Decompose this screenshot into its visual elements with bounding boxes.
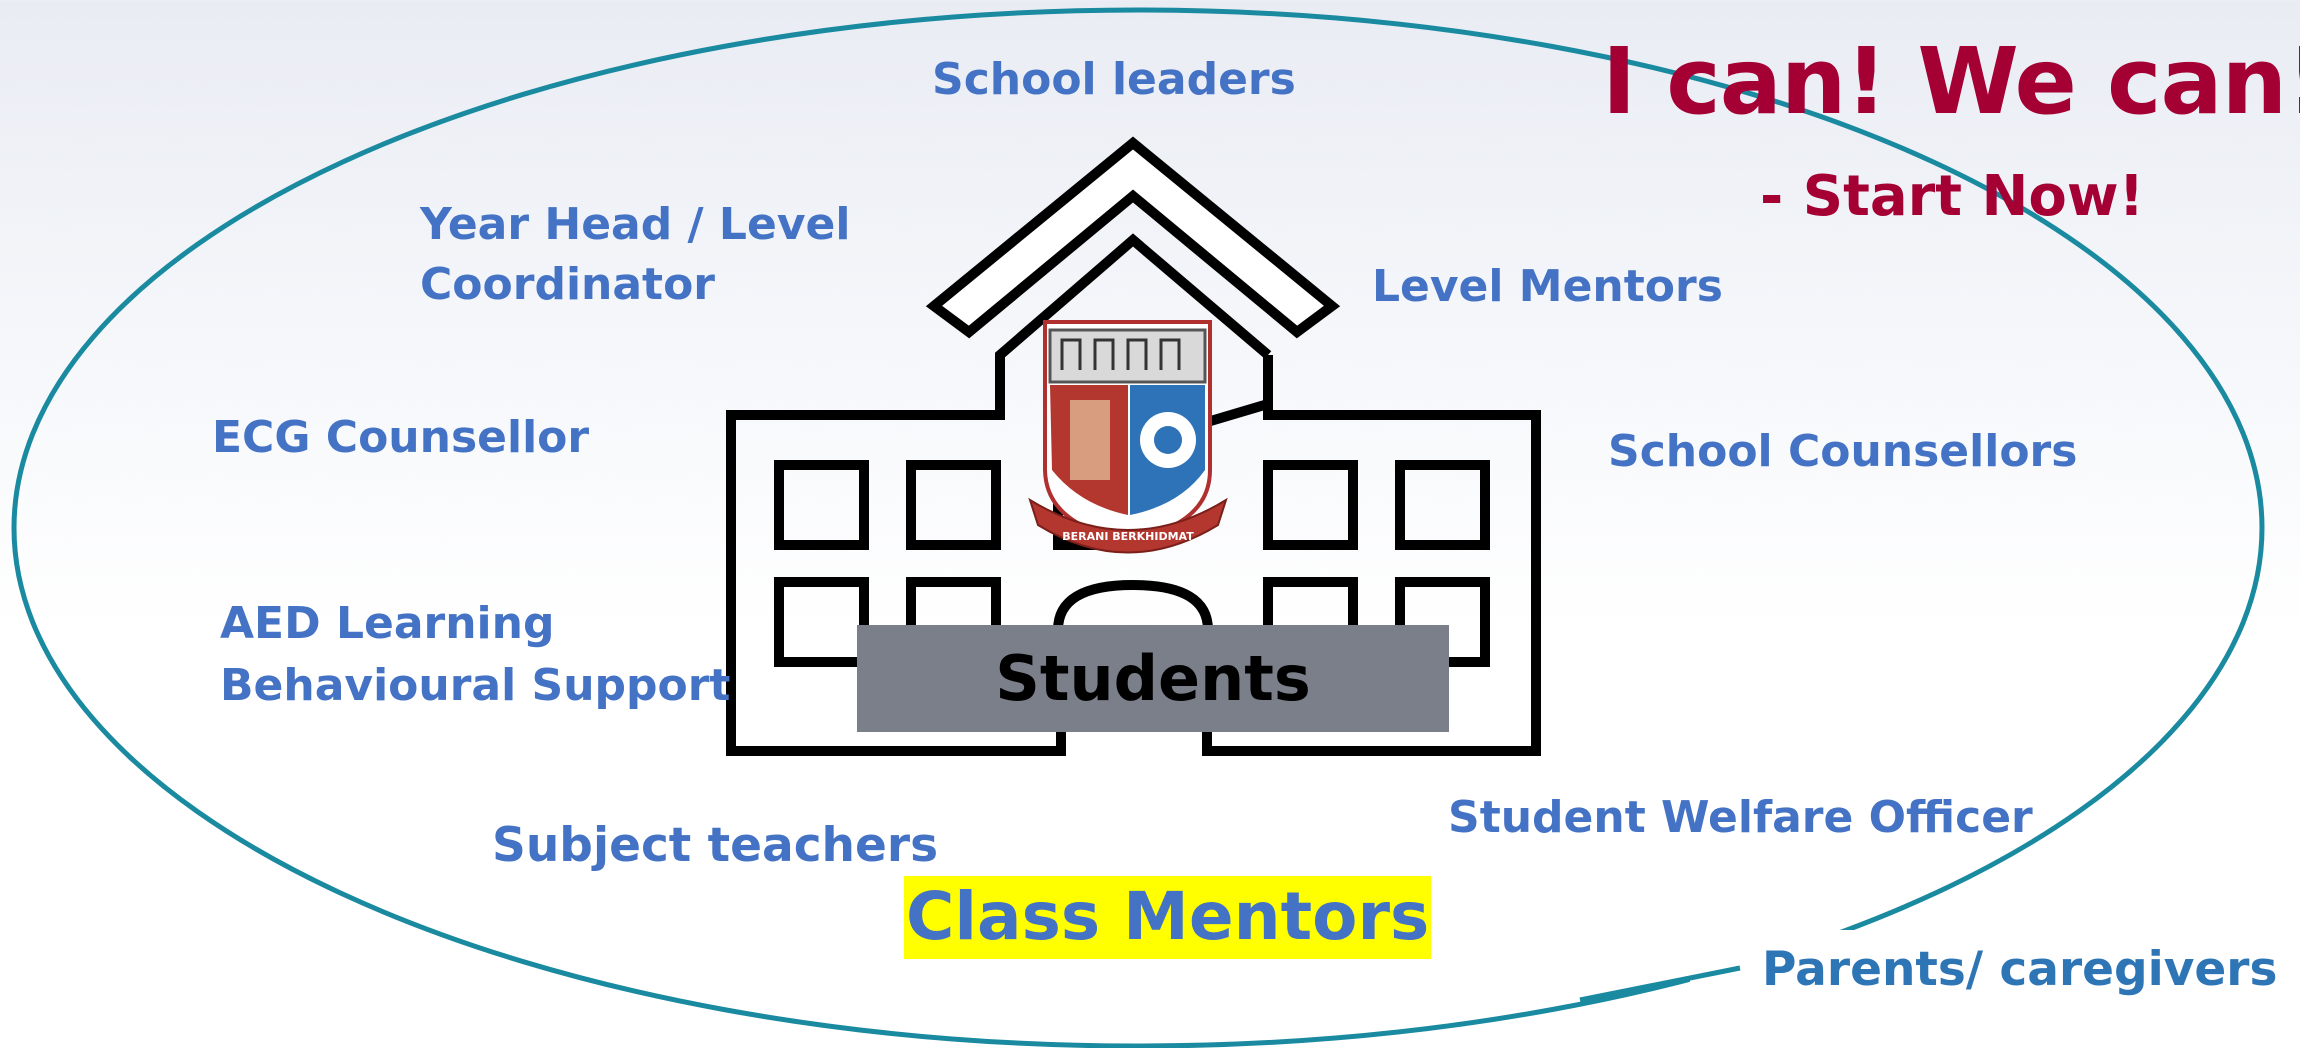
- students-label: Students: [995, 642, 1311, 715]
- window: [774, 577, 869, 667]
- support-network-ellipse: [11, 7, 2265, 1048]
- window: [906, 460, 1001, 550]
- door-arch: [1053, 579, 1213, 660]
- window: [774, 460, 869, 550]
- label-aed-learning-support: AED Learning Behavioural Support: [220, 598, 731, 711]
- label-school-leaders: School leaders: [932, 54, 1296, 105]
- title-line-2: - Start Now!: [1760, 164, 2145, 229]
- label-year-head: Year Head / Level Coordinator: [420, 199, 851, 310]
- parents-pointer-line: [1579, 965, 1741, 1003]
- ellipse-gap-mask: [1690, 930, 2250, 1000]
- school-crest-logo: BERANI BERKHIDMAT: [1028, 320, 1228, 554]
- label-level-mentors: Level Mentors: [1372, 261, 1723, 312]
- label-ecg-counsellor: ECG Counsellor: [212, 412, 590, 463]
- label-parents-caregivers: Parents/ caregivers: [1762, 942, 2278, 997]
- label-class-mentors: Class Mentors: [904, 876, 1432, 959]
- label-school-counsellors: School Counsellors: [1608, 426, 2078, 477]
- window: [1395, 460, 1490, 550]
- crest-motto: BERANI BERKHIDMAT: [1062, 530, 1194, 543]
- label-student-welfare-officer: Student Welfare Officer: [1448, 792, 2033, 843]
- roof-outer-chevron: [925, 136, 1341, 339]
- students-box: [857, 625, 1449, 732]
- title-line-1: I can! We can!: [1602, 28, 2300, 135]
- label-subject-teachers: Subject teachers: [492, 818, 939, 873]
- window: [1263, 460, 1358, 550]
